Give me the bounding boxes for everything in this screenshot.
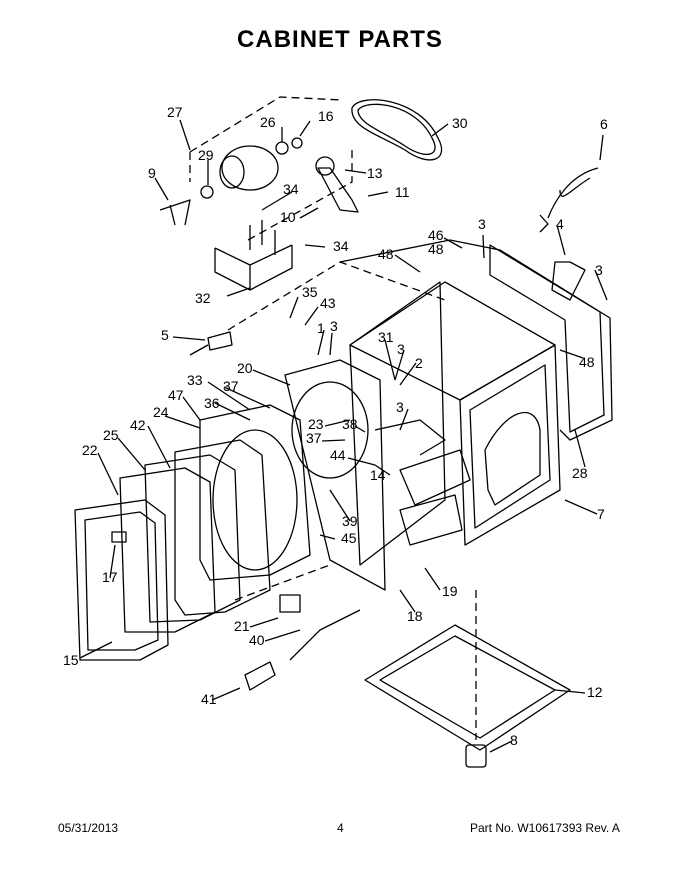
part-callout-18: 18 [407, 608, 423, 624]
part-callout-24: 24 [153, 404, 169, 420]
part-callout-32: 32 [195, 290, 211, 306]
part-callout-25: 25 [103, 427, 119, 443]
part-callout-3: 3 [330, 318, 338, 334]
part-callout-7: 7 [597, 506, 605, 522]
part-callout-46: 46 [428, 227, 444, 243]
page-title: CABINET PARTS [237, 26, 443, 53]
part-callout-12: 12 [587, 684, 603, 700]
part-callout-17: 17 [102, 569, 118, 585]
part-callout-11: 11 [395, 184, 410, 200]
motor-group-outline [189, 96, 353, 241]
footer-page-number: 4 [337, 821, 344, 835]
motor-mount [214, 244, 293, 291]
part-callout-47: 47 [168, 387, 184, 403]
door-glass [119, 467, 216, 633]
leveling-foot [465, 744, 487, 768]
front-panel [284, 359, 386, 591]
wire-harness [289, 609, 361, 661]
part-callout-34: 34 [333, 238, 349, 254]
part-callout-40: 40 [249, 632, 265, 648]
cabinet-side-left [349, 281, 446, 566]
part-callout-16: 16 [318, 108, 334, 124]
part-callout-48: 48 [579, 354, 595, 370]
drive-belt [351, 99, 443, 161]
part-callout-10: 10 [280, 209, 296, 225]
part-callout-38: 38 [342, 416, 358, 432]
part-callout-21: 21 [234, 618, 250, 634]
part-callout-44: 44 [330, 447, 346, 463]
part-callout-48: 48 [378, 246, 394, 262]
part-callout-13: 13 [367, 165, 383, 181]
part-callout-20: 20 [237, 360, 253, 376]
part-callout-19: 19 [442, 583, 458, 599]
part-callout-43: 43 [320, 295, 336, 311]
part-callout-31: 31 [378, 329, 394, 345]
part-callout-3: 3 [478, 216, 486, 232]
part-callout-42: 42 [130, 417, 146, 433]
part-callout-27: 27 [167, 104, 183, 120]
part-callout-3: 3 [595, 262, 603, 278]
footer-date: 05/31/2013 [58, 821, 119, 835]
part-callout-9: 9 [148, 165, 156, 181]
door-inner [144, 454, 241, 623]
part-callout-28: 28 [572, 465, 588, 481]
cabinet-base [364, 624, 571, 751]
part-callout-3: 3 [397, 341, 405, 357]
part-callout-6: 6 [600, 116, 608, 132]
rear-panel [489, 244, 605, 433]
cabinet-rear-frame [339, 239, 613, 441]
part-callout-48: 48 [428, 241, 444, 257]
part-callout-3: 3 [396, 399, 404, 415]
part-callout-37: 37 [223, 378, 239, 394]
part-callout-37: 37 [306, 430, 322, 446]
part-callout-39: 39 [342, 513, 358, 529]
part-callout-35: 35 [302, 284, 318, 300]
drum-front [199, 404, 311, 581]
part-callout-22: 22 [82, 442, 98, 458]
part-callout-23: 23 [308, 416, 324, 432]
footer-part-number: Part No. W10617393 Rev. A [470, 821, 620, 835]
part-callout-4: 4 [556, 216, 564, 232]
part-callout-41: 41 [201, 691, 217, 707]
part-callout-5: 5 [161, 327, 169, 343]
part-callout-26: 26 [260, 114, 276, 130]
motor-body [221, 145, 279, 191]
power-cord [539, 167, 599, 233]
part-callout-2: 2 [415, 355, 423, 371]
part-callout-29: 29 [198, 147, 214, 163]
part-callout-30: 30 [452, 115, 468, 131]
part-callout-1: 1 [317, 320, 325, 336]
door-gasket [174, 439, 271, 616]
part-callout-15: 15 [63, 652, 79, 668]
part-callout-8: 8 [510, 732, 518, 748]
part-callout-14: 14 [370, 467, 386, 483]
idler-bracket [317, 167, 359, 213]
part-callout-33: 33 [187, 372, 203, 388]
cabinet-side-right [459, 344, 561, 546]
part-callout-45: 45 [341, 530, 357, 546]
part-callout-34: 34 [283, 181, 299, 197]
part-callout-36: 36 [204, 395, 220, 411]
door-outer [74, 499, 169, 661]
